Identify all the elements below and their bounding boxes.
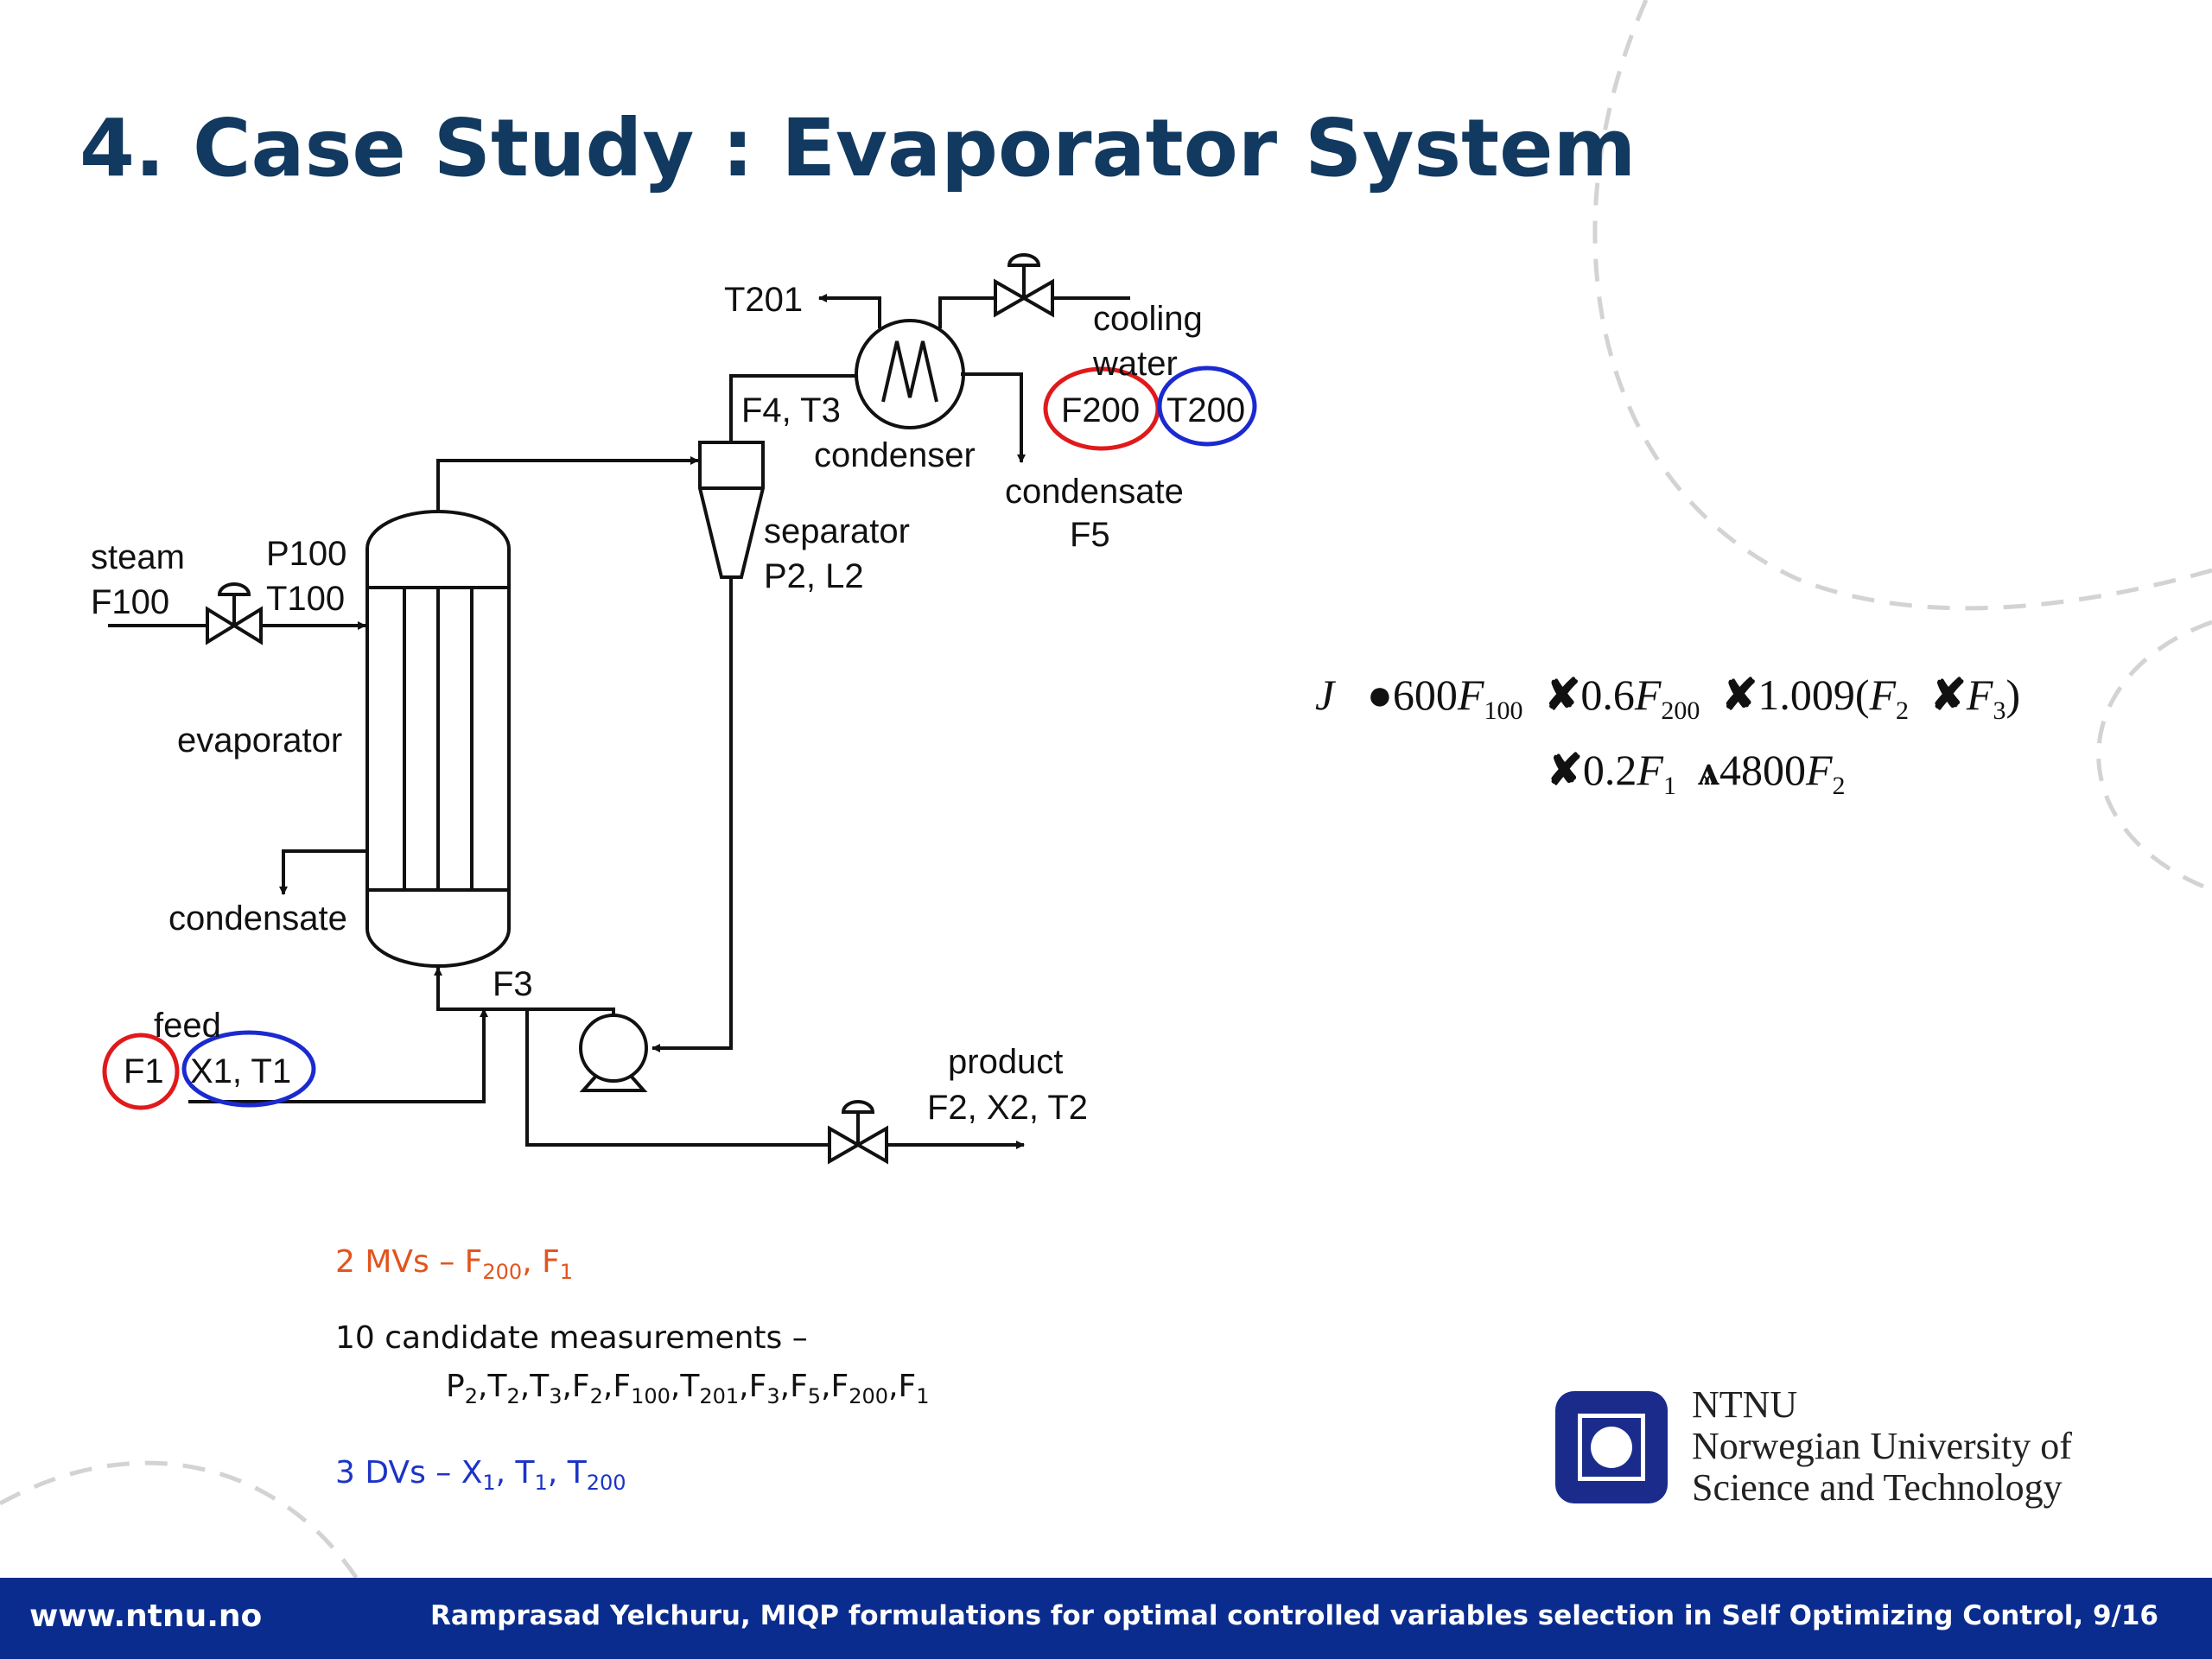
label-condensate-top: condensate (1005, 473, 1184, 511)
label-t201: T201 (724, 281, 803, 319)
cooling-valve-icon (994, 278, 1054, 318)
label-condenser: condenser (814, 436, 976, 474)
equation-operator-icon: ✘ (1710, 671, 1758, 719)
objective-function-line2: ✘0.2F1 ѧ4800F2 (1547, 746, 1846, 800)
label-condensate-left: condensate (168, 899, 347, 938)
label-product: product (948, 1043, 1063, 1081)
cooling-water-in (938, 296, 994, 328)
label-evaporator: evaporator (177, 721, 342, 760)
footer-url-link[interactable]: www.ntnu.no (29, 1599, 263, 1634)
steam-valve-icon (206, 606, 263, 645)
label-p100: P100 (266, 535, 346, 573)
label-f4-t3: F4, T3 (741, 391, 841, 429)
condensate-out-line (961, 372, 1026, 463)
candidate-measurements-list: P2,T2,T3,F2,F100,T201,F3,F5,F200,F1 (446, 1369, 930, 1409)
manipulated-variables-note: 2 MVs – F200, F1 (335, 1244, 574, 1285)
x1t1-dv-highlight (181, 1030, 316, 1108)
logo-line-science: Science and Technology (1692, 1466, 2063, 1509)
label-f100: F100 (91, 583, 169, 621)
footer-citation: Ramprasad Yelchuru, MIQP formulations fo… (430, 1600, 2158, 1631)
label-t200: T200 (1166, 391, 1245, 429)
product-valve-icon (828, 1125, 888, 1165)
equation-operator-icon: ✘ (1533, 671, 1581, 719)
footer-bar: www.ntnu.no Ramprasad Yelchuru, MIQP for… (0, 1578, 2212, 1659)
logo-line-university: Norwegian University of (1692, 1425, 2072, 1467)
f1-mv-highlight (102, 1033, 180, 1110)
label-f3: F3 (493, 965, 533, 1003)
label-steam: steam (91, 538, 185, 576)
ntnu-logo-icon (1555, 1391, 1668, 1503)
equation-operator-icon: ✘ (1547, 746, 1583, 794)
candidate-measurements-heading: 10 candidate measurements – (335, 1320, 808, 1356)
slide-title: 4. Case Study : Evaporator System (79, 102, 1637, 194)
label-feed: feed (154, 1007, 221, 1045)
label-cooling: cooling (1093, 300, 1203, 338)
objective-function-line1: J ●600F100 ✘0.6F200 ✘1.009(F2 ✘F3) (1315, 671, 2021, 725)
equation-operator-icon: ● (1344, 671, 1393, 719)
pump-unit (579, 1014, 648, 1083)
label-f2-x2-t2: F2, X2, T2 (927, 1089, 1088, 1127)
label-f200: F200 (1061, 391, 1140, 429)
label-p2-l2: P2, L2 (764, 557, 864, 595)
separator-vapor-line (729, 374, 855, 442)
vapor-line (436, 456, 699, 512)
label-water: water (1092, 345, 1178, 383)
t200-dv-highlight (1157, 365, 1257, 447)
cooling-water-out (818, 294, 881, 328)
evaporator-vessel (365, 509, 511, 969)
label-f5: F5 (1070, 516, 1110, 554)
feed-line (188, 1008, 488, 1103)
recycle-line (652, 577, 733, 1052)
product-line (525, 1009, 828, 1147)
label-f1: F1 (124, 1052, 164, 1090)
separator-vessel (698, 441, 765, 579)
label-x1-t1: X1, T1 (190, 1052, 291, 1090)
condenser-unit (855, 319, 965, 429)
label-t100: T100 (266, 580, 345, 618)
equation-operator-icon: ✘ (1919, 671, 1967, 719)
equation-operator-icon: ѧ (1687, 746, 1719, 794)
logo-line-ntnu: NTNU (1692, 1383, 1798, 1426)
evaporator-condensate-line (279, 849, 367, 895)
disturbance-variables-note: 3 DVs – X1, T1, T200 (335, 1455, 626, 1496)
label-separator: separator (764, 512, 910, 550)
